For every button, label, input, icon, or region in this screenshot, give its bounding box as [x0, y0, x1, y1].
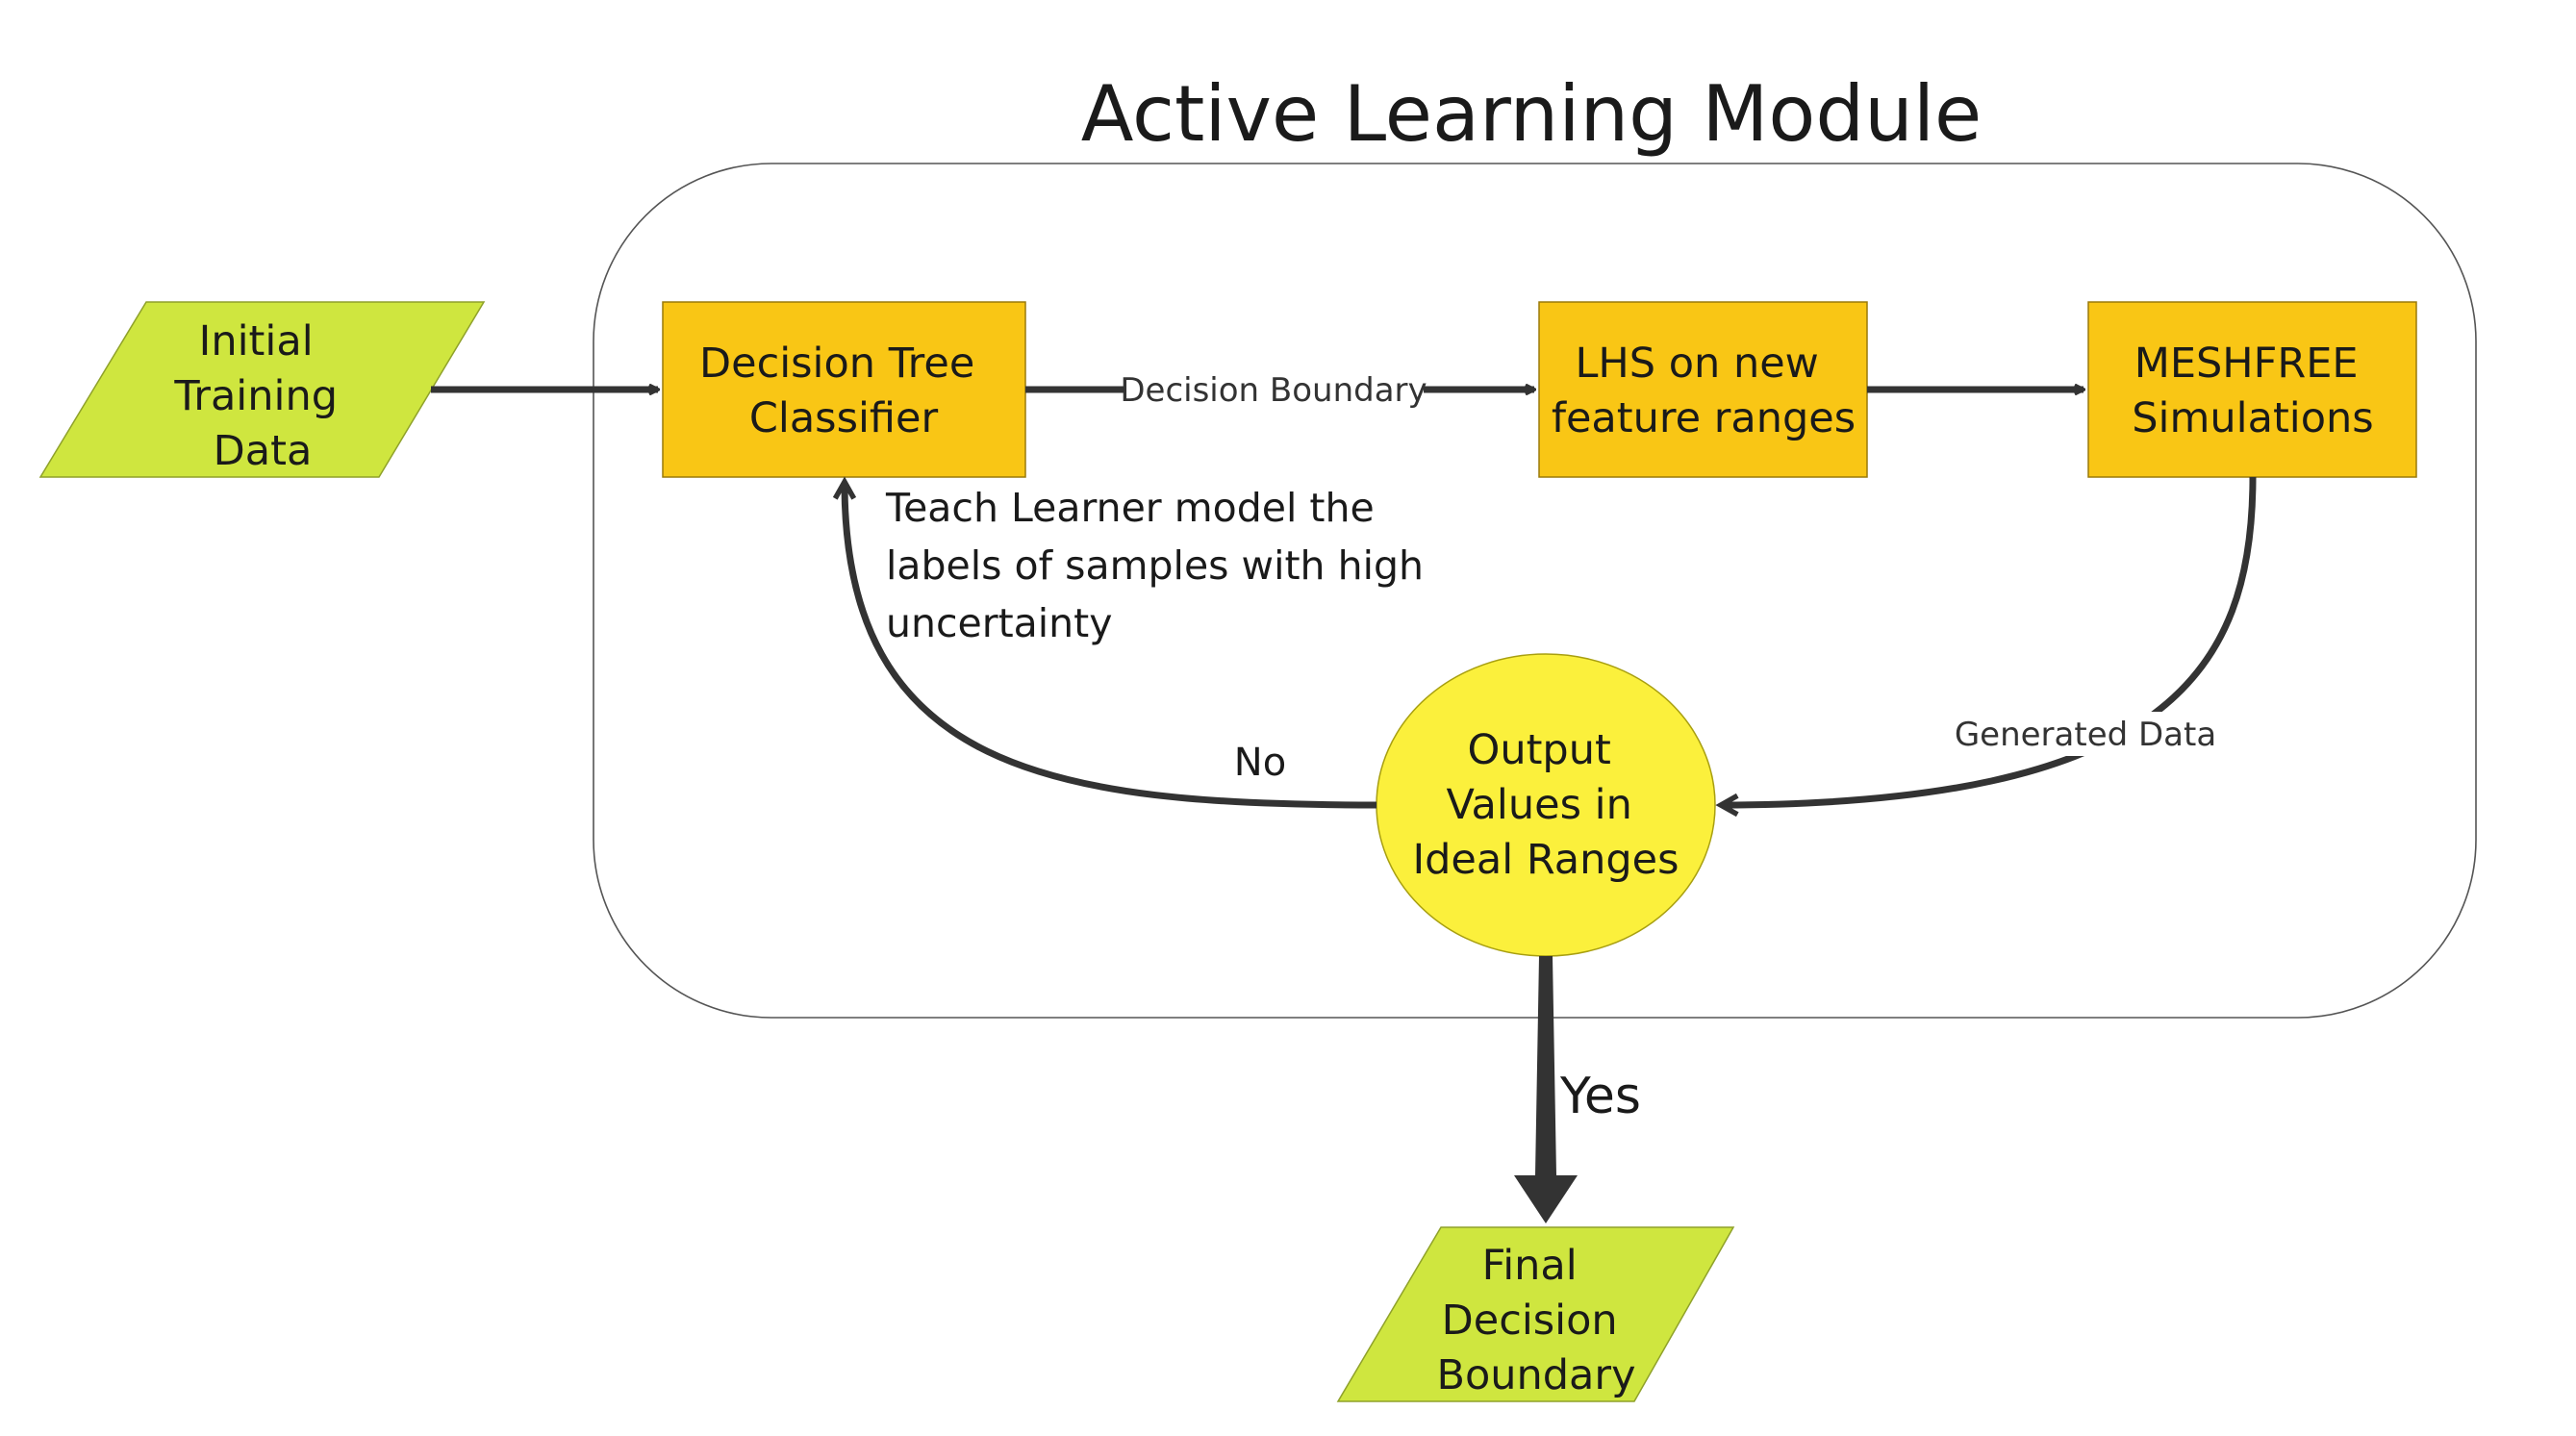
diagram-title: Active Learning Module: [1081, 69, 1983, 159]
meshfree-line-1: MESHFREE: [2134, 340, 2359, 388]
output-values-decision-node: Output Values in Ideal Ranges: [1376, 653, 1716, 957]
output-line-2: Values in: [1446, 781, 1631, 829]
generated-data-edge-label: Generated Data: [1955, 716, 2216, 754]
decision-tree-line-1: Decision Tree: [699, 340, 974, 388]
decision-tree-classifier-node: Decision Tree Classifier: [662, 301, 1026, 478]
arrow-output-to-classifier-no: [845, 483, 1377, 809]
decision-tree-line-2: Classifier: [749, 394, 939, 442]
final-line-1: Final: [1482, 1242, 1578, 1290]
final-line-3: Boundary: [1436, 1351, 1635, 1399]
final-decision-boundary-node: Final Decision Boundary: [1336, 1226, 1735, 1402]
initial-data-line-1: Initial: [199, 317, 314, 365]
decision-boundary-edge-label: Decision Boundary: [1120, 371, 1427, 410]
svg-text:Output Values in I: Output Values in Ideal Ranges: [1412, 726, 1679, 884]
svg-text:Teach Learner model the la: Teach Learner model the labels of sample…: [885, 485, 1436, 646]
feedback-note-line-1: Teach Learner model the: [885, 485, 1375, 531]
svg-text:Final Decision Bou: Final Decision Boundary: [1436, 1242, 1635, 1399]
final-line-2: Decision: [1442, 1297, 1618, 1345]
generated-data-label-bg: [1962, 712, 2212, 756]
output-line-3: Ideal Ranges: [1412, 836, 1679, 884]
output-line-1: Output: [1467, 726, 1610, 774]
lhs-line-2: feature ranges: [1552, 394, 1856, 442]
meshfree-simulations-node: MESHFREE Simulations: [2087, 301, 2417, 478]
initial-data-line-3: Data: [214, 427, 313, 475]
initial-data-line-2: Training: [173, 372, 338, 420]
feedback-note-line-2: labels of samples with high: [886, 542, 1424, 589]
meshfree-line-2: Simulations: [2132, 394, 2373, 442]
yes-edge-label: Yes: [1559, 1068, 1641, 1125]
svg-text:LHS on new feature range: LHS on new feature ranges: [1552, 340, 1856, 442]
svg-text:Decision Tree Classifier: Decision Tree Classifier: [699, 340, 988, 442]
svg-text:MESHFREE Simulations: MESHFREE Simulations: [2132, 340, 2373, 442]
feedback-note-line-3: uncertainty: [886, 600, 1113, 646]
arrow-output-to-final-yes: [1514, 956, 1578, 1223]
initial-training-data-node: Initial Training Data: [38, 301, 486, 478]
lhs-line-1: LHS on new: [1575, 340, 1818, 388]
no-edge-label: No: [1234, 741, 1286, 785]
lhs-node: LHS on new feature ranges: [1538, 301, 1868, 478]
svg-text:Initial Training D: Initial Training Data: [173, 317, 350, 475]
active-learning-container: [593, 163, 2477, 1019]
